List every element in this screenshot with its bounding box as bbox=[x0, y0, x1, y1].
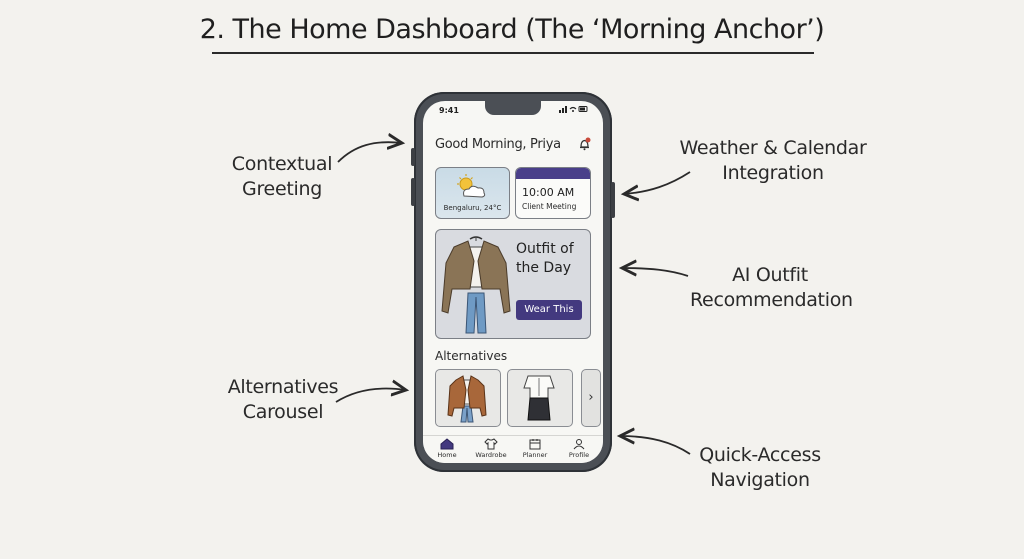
bell-icon[interactable] bbox=[578, 136, 591, 155]
arrow-navigation bbox=[620, 436, 691, 455]
arrow-greeting bbox=[337, 142, 402, 163]
home-icon bbox=[440, 438, 454, 450]
outfit-illustration bbox=[441, 236, 511, 334]
calendar-icon bbox=[529, 439, 541, 450]
status-time: 9:41 bbox=[439, 106, 459, 115]
phone-side-button bbox=[411, 178, 415, 206]
phone-side-button bbox=[611, 182, 615, 218]
annotation-weather-calendar: Weather & Calendar Integration bbox=[679, 137, 867, 184]
annotation-contextual-greeting: Contextual Greeting bbox=[231, 153, 333, 200]
arrow-weather bbox=[624, 171, 691, 194]
nav-planner-label: Planner bbox=[522, 451, 548, 459]
bottom-navigation: Home Wardrobe Planner bbox=[423, 435, 603, 463]
sun-cloud-icon bbox=[457, 174, 486, 198]
arrow-carousel bbox=[335, 389, 406, 403]
nav-home-label: Home bbox=[437, 451, 457, 459]
signal-wifi-battery-icon bbox=[559, 106, 588, 113]
nav-profile[interactable]: Profile bbox=[557, 438, 601, 459]
calendar-header-bar bbox=[516, 168, 590, 179]
shirt-icon bbox=[484, 438, 498, 450]
alternative-outfit-card[interactable] bbox=[507, 369, 573, 427]
jacket-outfit-illustration bbox=[447, 375, 487, 423]
carousel-next-button[interactable]: › bbox=[581, 369, 601, 427]
wear-this-button[interactable]: Wear This bbox=[516, 300, 582, 320]
outfit-of-the-day-card[interactable]: Outfit of the Day Wear This bbox=[435, 229, 591, 339]
annotation-quick-access-navigation: Quick-Access Navigation bbox=[699, 444, 821, 491]
nav-wardrobe[interactable]: Wardrobe bbox=[469, 438, 513, 459]
alternatives-heading: Alternatives bbox=[435, 349, 508, 363]
annotation-alternatives-carousel: Alternatives Carousel bbox=[227, 376, 339, 423]
greeting-text: Good Morning, Priya bbox=[435, 137, 561, 152]
status-icons bbox=[559, 105, 589, 115]
page-title: 2. The Home Dashboard (The ‘Morning Anch… bbox=[199, 14, 825, 45]
phone-notch bbox=[485, 101, 541, 115]
nav-home[interactable]: Home bbox=[425, 438, 469, 459]
annotation-ai-outfit: AI Outfit Recommendation bbox=[690, 264, 853, 311]
phone-screen: 9:41 Good Morning, Priya bbox=[423, 101, 603, 463]
arrow-ai-outfit bbox=[622, 268, 689, 277]
alternative-outfit-card[interactable] bbox=[435, 369, 501, 427]
weather-location-temp: Bengaluru, 24°C bbox=[443, 204, 502, 212]
nav-profile-label: Profile bbox=[568, 451, 590, 459]
weather-card[interactable]: Bengaluru, 24°C bbox=[435, 167, 510, 219]
blouse-skirt-illustration bbox=[523, 375, 555, 421]
calendar-event-title: Client Meeting bbox=[522, 202, 577, 211]
calendar-card[interactable]: 10:00 AM Client Meeting bbox=[515, 167, 591, 219]
outfit-title: Outfit of the Day bbox=[516, 241, 574, 276]
calendar-event-time: 10:00 AM bbox=[522, 186, 575, 199]
nav-wardrobe-label: Wardrobe bbox=[475, 451, 507, 459]
nav-planner[interactable]: Planner bbox=[513, 438, 557, 459]
title-underline bbox=[212, 52, 814, 54]
user-icon bbox=[573, 439, 585, 450]
phone-mockup: 9:41 Good Morning, Priya bbox=[411, 92, 615, 472]
phone-side-button bbox=[411, 148, 415, 166]
